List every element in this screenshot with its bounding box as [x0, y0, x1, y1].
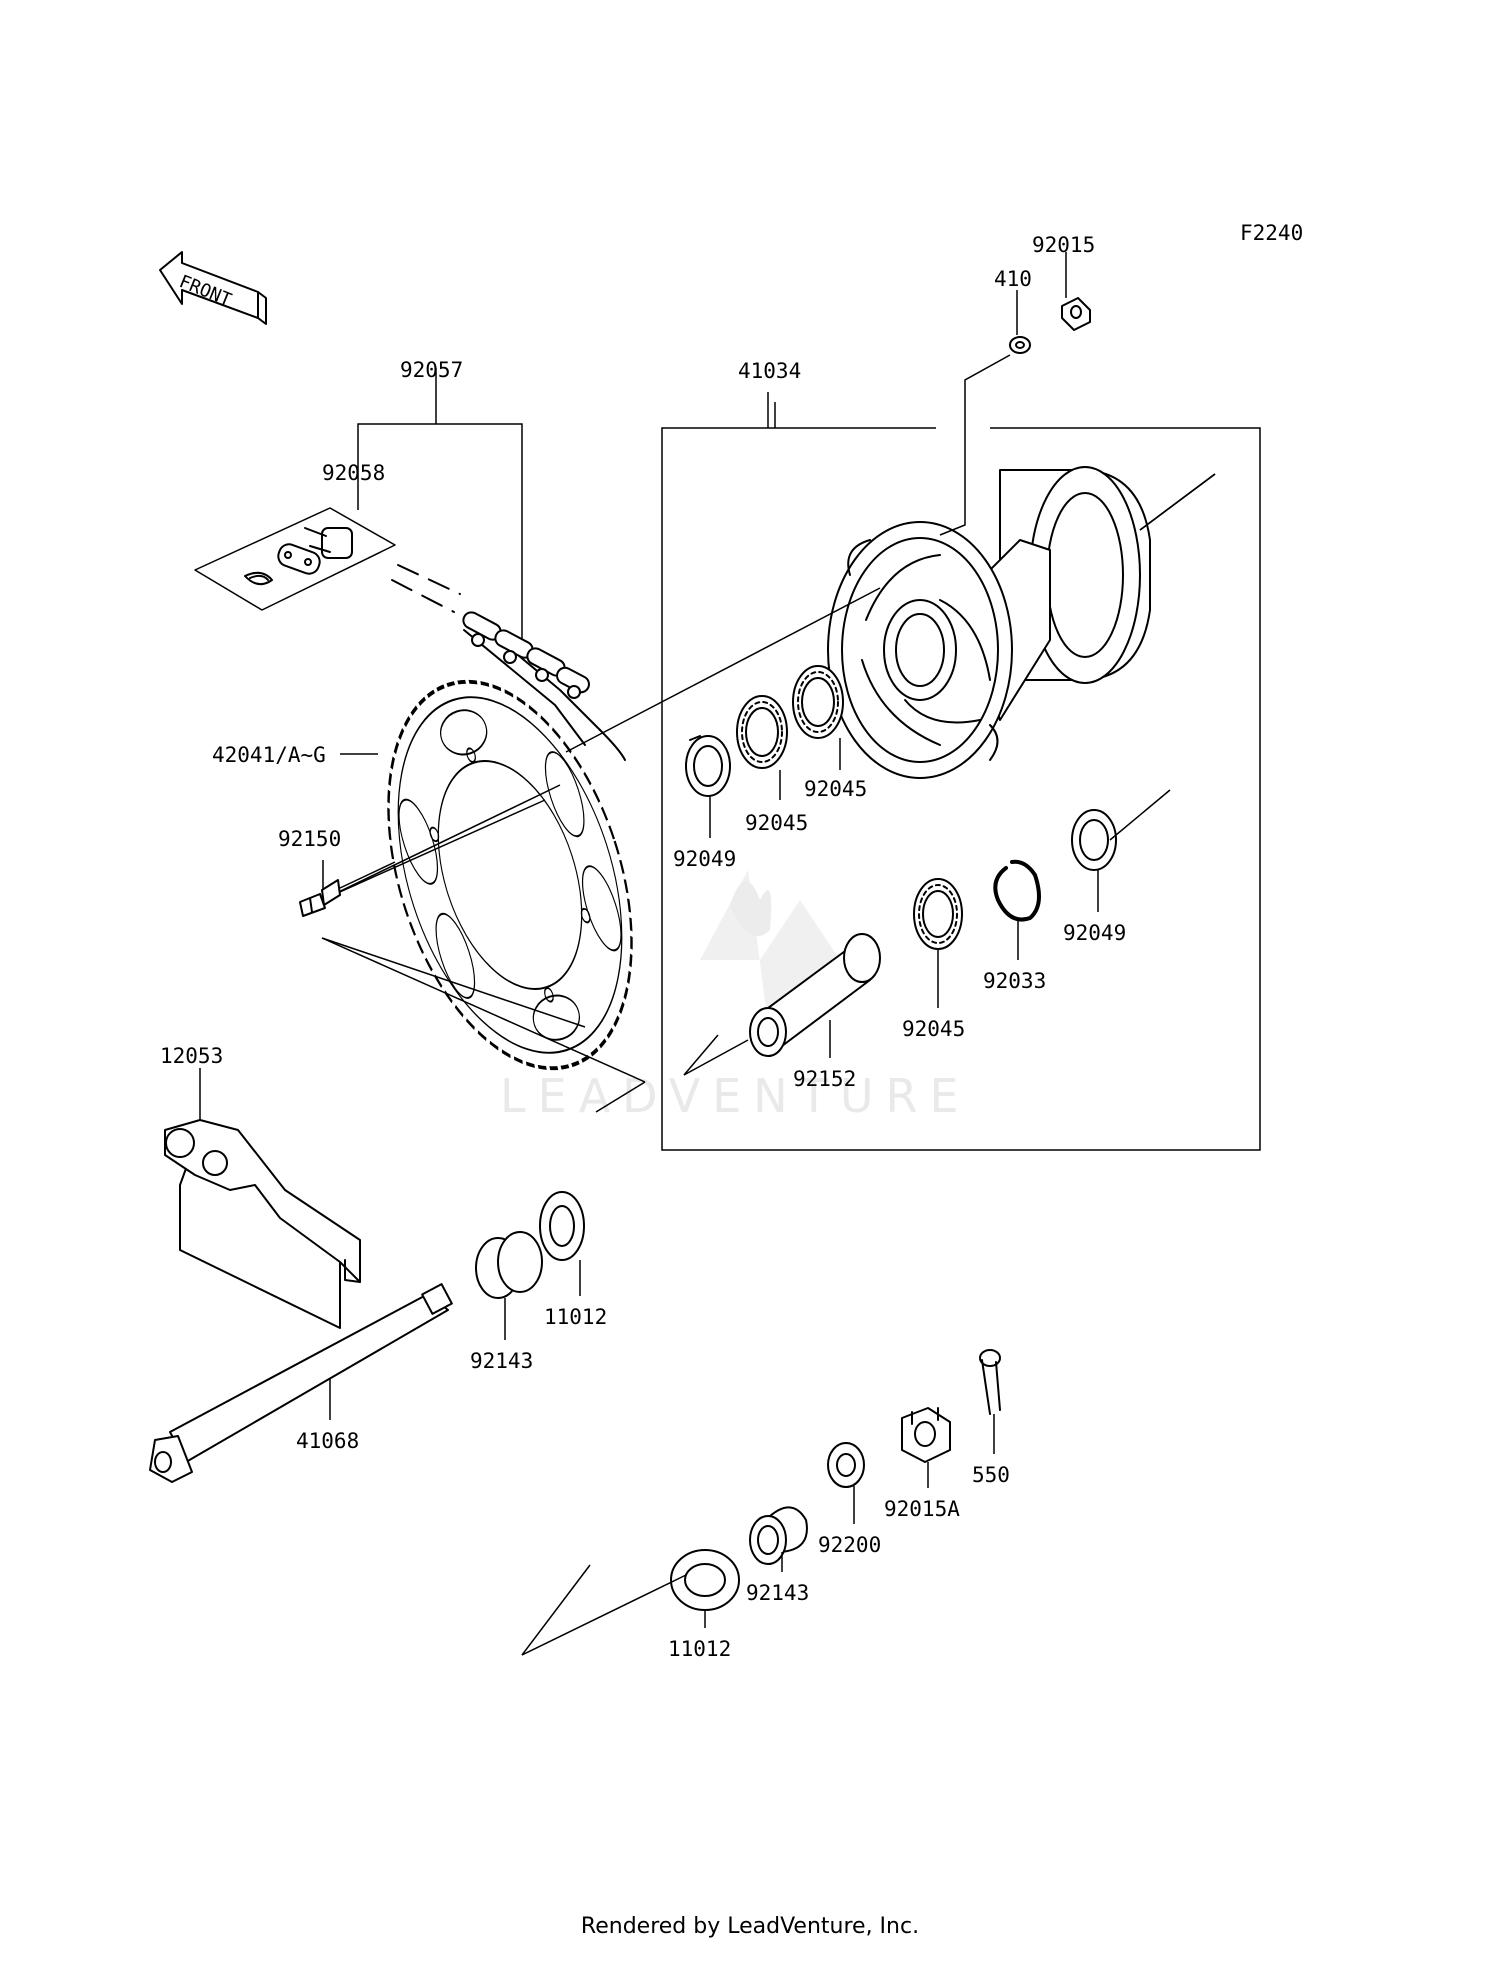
label-92015A: 92015A: [884, 1497, 960, 1521]
ball-bearing-92045-a: [736, 695, 788, 769]
ball-bearing-92045-b: [792, 665, 844, 739]
ball-bearing-92045-c: [913, 878, 963, 950]
front-arrow-icon: FRONT: [159, 251, 267, 325]
part-labels: 92015 410 92057 41034 92058 42041/A~G 92…: [160, 233, 1126, 1661]
master-link-clip-icon: [244, 571, 273, 586]
label-42041: 42041/A~G: [212, 743, 326, 767]
label-410: 410: [994, 267, 1032, 291]
label-92015: 92015: [1032, 233, 1095, 257]
label-11012-b: 11012: [668, 1637, 731, 1661]
label-92143-b: 92143: [746, 1581, 809, 1605]
oil-seal-92049-left: [685, 735, 731, 797]
collar-92152: [749, 933, 881, 1057]
diagram-code: F2240: [1240, 221, 1303, 245]
label-92049-b: 92049: [1063, 921, 1126, 945]
hub-assembly-bracket: [661, 392, 1261, 1151]
chain-joint-kit: [194, 490, 396, 611]
label-41068: 41068: [296, 1429, 359, 1453]
leader-lines: [199, 252, 1099, 1628]
washer-410: [1009, 336, 1031, 354]
oil-seal-92049-right: [1071, 809, 1117, 871]
washer-92200: [827, 1442, 865, 1488]
label-92143-a: 92143: [470, 1349, 533, 1373]
label-92045-a: 92045: [804, 777, 867, 801]
spacer-11012-upper: [539, 1191, 585, 1261]
castle-nut-92015A: [901, 1407, 951, 1463]
label-92045-b: 92045: [745, 811, 808, 835]
rear-axle-41068: [149, 1283, 453, 1483]
sprocket-bolt-92150: [299, 879, 341, 917]
label-92200: 92200: [818, 1533, 881, 1557]
drive-chain: [391, 564, 626, 761]
label-92152: 92152: [793, 1067, 856, 1091]
label-92033: 92033: [983, 969, 1046, 993]
label-92049-a: 92049: [673, 847, 736, 871]
master-link-plate-icon: [277, 543, 321, 575]
label-11012-a: 11012: [544, 1305, 607, 1329]
collar-92143-right: [749, 1506, 808, 1565]
watermark-text: LEADVENTURE: [500, 1069, 971, 1123]
label-92045-c: 92045: [902, 1017, 965, 1041]
rear-hub: [827, 466, 1151, 779]
master-link-pins-icon: [304, 527, 353, 559]
footer-credit: Rendered by LeadVenture, Inc.: [580, 1914, 920, 1939]
chain-guide-12053: [164, 1119, 361, 1329]
rear-sprocket: [387, 679, 633, 1071]
label-41034: 41034: [738, 359, 801, 383]
label-92058: 92058: [322, 461, 385, 485]
label-92057: 92057: [400, 358, 463, 382]
spacer-11012-lower: [670, 1549, 740, 1611]
hub-nut-92015: [1061, 297, 1091, 331]
label-12053: 12053: [160, 1044, 223, 1068]
cotter-pin-550: [979, 1349, 1001, 1415]
label-92150: 92150: [278, 827, 341, 851]
circlip-92033: [993, 859, 1041, 922]
label-550: 550: [972, 1463, 1010, 1487]
chain-links-icon: [462, 611, 590, 699]
collar-92143-left: [475, 1231, 543, 1299]
chain-bracket: [357, 384, 523, 640]
